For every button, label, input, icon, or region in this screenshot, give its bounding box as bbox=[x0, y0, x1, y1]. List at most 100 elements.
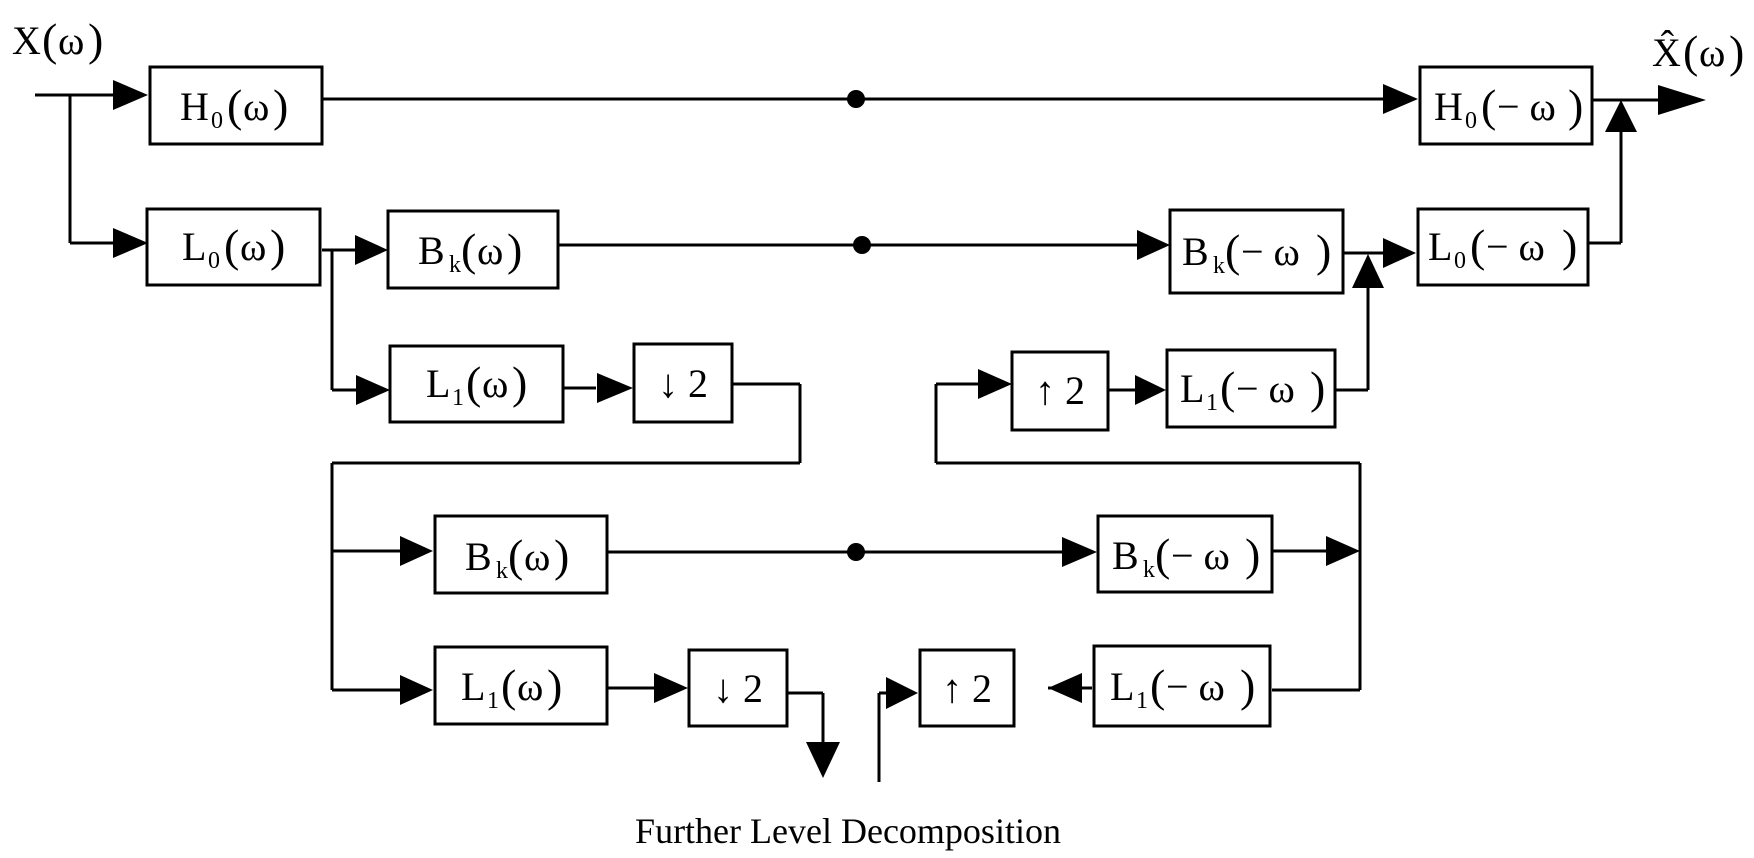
l0-analysis-base: L bbox=[182, 224, 206, 269]
downsample-2-label: ↓ 2 bbox=[713, 666, 763, 711]
paren-open: ( bbox=[42, 14, 57, 65]
paren-close: ) bbox=[1245, 529, 1260, 580]
arrow-to-l0 bbox=[113, 228, 148, 258]
l1-analysis-block-1: L 1 ( ω ) bbox=[388, 344, 565, 424]
l1-synthesis-1-arg: − ω bbox=[1236, 366, 1295, 411]
l1-analysis-2-sub: 1 bbox=[487, 688, 499, 714]
paren-close: ) bbox=[1316, 225, 1331, 276]
output-label-base: X̂ bbox=[1652, 30, 1681, 75]
upsample-block-2: ↑ 2 bbox=[918, 648, 1016, 728]
h0-analysis-arg: ω bbox=[243, 84, 269, 129]
h0-synthesis-arg: − ω bbox=[1497, 84, 1556, 129]
paren-close: ) bbox=[88, 14, 103, 65]
paren-close: ) bbox=[1729, 26, 1744, 77]
arrow-to-l1-syn bbox=[1135, 375, 1166, 405]
arrowheads bbox=[113, 80, 1706, 778]
l1-synthesis-block-1: L 1 ( − ω ) bbox=[1165, 348, 1337, 429]
input-label-base: X bbox=[12, 18, 41, 63]
l0-synthesis-base: L bbox=[1428, 224, 1452, 269]
l1-synthesis-1-base: L bbox=[1180, 366, 1204, 411]
bk2-path-node bbox=[847, 543, 865, 561]
upsample-2-label: ↑ 2 bbox=[942, 666, 992, 711]
h0-analysis-base: H bbox=[180, 84, 209, 129]
bk-analysis-2-arg: ω bbox=[524, 534, 550, 579]
arrow-to-h0 bbox=[113, 80, 148, 110]
l0-analysis-block: L 0 ( ω ) bbox=[145, 207, 322, 287]
arrow-to-up1 bbox=[978, 369, 1012, 399]
l1-analysis-1-arg: ω bbox=[482, 361, 508, 406]
paren-close: ) bbox=[1562, 220, 1577, 271]
bk-synthesis-block-1: B k ( − ω ) bbox=[1168, 208, 1345, 295]
bk-analysis-1-sub: k bbox=[449, 252, 461, 278]
signal-wires bbox=[35, 90, 1660, 782]
arrow-to-h0-syn bbox=[1383, 84, 1418, 114]
l1-synthesis-2-base: L bbox=[1110, 664, 1134, 709]
paren-close: ) bbox=[547, 660, 562, 711]
output-label: X̂ ( ω ) bbox=[1652, 26, 1744, 77]
bk-synthesis-2-base: B bbox=[1112, 533, 1139, 578]
l1-synthesis-2-arg: − ω bbox=[1166, 664, 1225, 709]
upsample-1-label: ↑ 2 bbox=[1035, 368, 1085, 413]
bk-synthesis-2-sub: k bbox=[1143, 557, 1155, 583]
bk-analysis-block-1: B k ( ω ) bbox=[386, 209, 560, 290]
paren-open: ( bbox=[508, 530, 523, 581]
arrow-to-l0-syn bbox=[1383, 238, 1416, 268]
arrow-up-to-l0-syn bbox=[1352, 254, 1384, 288]
l1-analysis-2-base: L bbox=[461, 664, 485, 709]
downsample-block-2: ↓ 2 bbox=[687, 648, 789, 728]
bk-synthesis-1-sub: k bbox=[1213, 253, 1225, 279]
downsample-block-1: ↓ 2 bbox=[632, 342, 734, 424]
input-label: X ( ω ) bbox=[12, 14, 103, 65]
arrow-to-up2-from-l1b bbox=[1048, 673, 1082, 703]
bk-synthesis-block-2: B k ( − ω ) bbox=[1096, 514, 1274, 594]
bk-synthesis-1-base: B bbox=[1182, 229, 1209, 274]
paren-open: ( bbox=[466, 357, 481, 408]
arrow-down-further bbox=[806, 742, 840, 778]
paren-close: ) bbox=[1310, 362, 1325, 413]
bk-analysis-2-base: B bbox=[465, 534, 492, 579]
upsample-block-1: ↑ 2 bbox=[1010, 350, 1110, 432]
arrow-to-bk2 bbox=[400, 536, 433, 566]
paren-open: ( bbox=[1683, 26, 1698, 77]
diagram-caption: Further Level Decomposition bbox=[635, 811, 1061, 851]
h0-synthesis-sub: 0 bbox=[1465, 108, 1477, 134]
arrow-to-up2 bbox=[886, 677, 918, 709]
arrow-output bbox=[1658, 85, 1706, 115]
paren-open: ( bbox=[227, 80, 242, 131]
l1-analysis-2-arg: ω bbox=[517, 664, 543, 709]
l0-analysis-sub: 0 bbox=[208, 248, 220, 274]
paren-close: ) bbox=[1240, 660, 1255, 711]
arrow-to-bk1 bbox=[355, 235, 388, 265]
arrow-to-l1 bbox=[356, 375, 390, 405]
paren-open: ( bbox=[501, 660, 516, 711]
l1-synthesis-block-2: L 1 ( − ω ) bbox=[1092, 644, 1272, 728]
output-label-arg: ω bbox=[1699, 30, 1725, 75]
arrow-to-l1b bbox=[400, 675, 433, 705]
l0-synthesis-arg: − ω bbox=[1486, 224, 1545, 269]
arrow-to-bk1-syn bbox=[1137, 230, 1170, 260]
l1-synthesis-2-sub: 1 bbox=[1136, 688, 1148, 714]
arrow-to-down1 bbox=[597, 373, 633, 403]
l1-analysis-1-sub: 1 bbox=[452, 385, 464, 411]
l0-synthesis-sub: 0 bbox=[1454, 248, 1466, 274]
h0-synthesis-base: H bbox=[1434, 84, 1463, 129]
arrow-up-to-output bbox=[1605, 100, 1637, 132]
bk1-path-node bbox=[853, 236, 871, 254]
paren-open: ( bbox=[1220, 362, 1235, 413]
h0-analysis-sub: 0 bbox=[211, 108, 223, 134]
paren-open: ( bbox=[1225, 225, 1240, 276]
paren-close: ) bbox=[554, 530, 569, 581]
input-label-arg: ω bbox=[58, 18, 84, 63]
l1-analysis-block-2: L 1 ( ω ) bbox=[433, 645, 609, 726]
arrow-to-bk2-syn bbox=[1062, 537, 1097, 567]
bk-analysis-1-arg: ω bbox=[477, 228, 503, 273]
paren-open: ( bbox=[461, 224, 476, 275]
bk-synthesis-2-arg: − ω bbox=[1171, 533, 1230, 578]
bk-analysis-2-sub: k bbox=[496, 558, 508, 584]
h0-path-node bbox=[847, 90, 865, 108]
h0-synthesis-block: H 0 ( − ω ) bbox=[1418, 65, 1594, 146]
l0-analysis-arg: ω bbox=[240, 224, 266, 269]
paren-close: ) bbox=[270, 220, 285, 271]
